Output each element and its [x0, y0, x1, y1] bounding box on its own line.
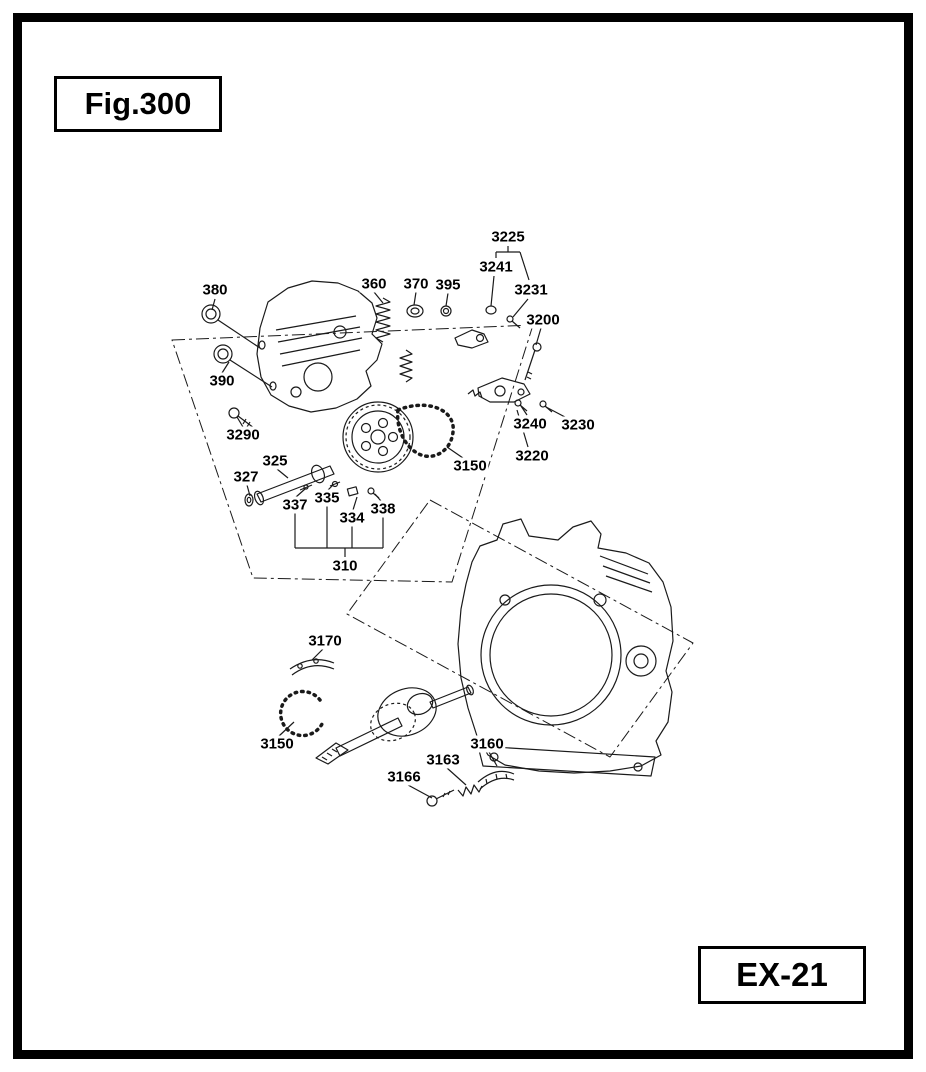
figure-number-box: Fig.300 — [54, 76, 222, 132]
crankshaft-drawing — [315, 684, 474, 765]
part-label-360: 360 — [359, 275, 389, 293]
part-label-3231: 3231 — [512, 281, 550, 299]
part-label-3150: 3150 — [258, 735, 296, 753]
part-label-380: 380 — [200, 281, 230, 299]
lower-chain-drawing — [278, 689, 324, 738]
part-label-3240: 3240 — [511, 415, 549, 433]
part-label-3290: 3290 — [224, 426, 262, 444]
figure-number: Fig.300 — [84, 86, 192, 121]
part-label-370: 370 — [401, 275, 431, 293]
page-code-box: EX-21 — [698, 946, 866, 1004]
part-label-390: 390 — [207, 372, 237, 390]
dashed-panel-crankcase — [346, 499, 694, 758]
dashed-panel-head — [171, 324, 534, 583]
part-label-395: 395 — [433, 276, 463, 294]
leader-lines — [211, 246, 566, 799]
timing-chain-drawing — [395, 403, 455, 459]
part-label-3225: 3225 — [489, 228, 527, 246]
part-label-3170: 3170 — [306, 632, 344, 650]
valve-springs-drawing — [375, 297, 452, 383]
figure-frame — [13, 13, 913, 1059]
part-label-325: 325 — [260, 452, 290, 470]
camshaft-drawing — [244, 464, 380, 507]
part-label-327: 327 — [231, 468, 261, 486]
part-label-3163: 3163 — [424, 751, 462, 769]
part-label-3241: 3241 — [477, 258, 515, 276]
part-label-3150: 3150 — [451, 457, 489, 475]
exhaust-valve-drawing — [213, 344, 273, 388]
part-label-3166: 3166 — [385, 768, 423, 786]
part-label-3230: 3230 — [559, 416, 597, 434]
part-label-335: 335 — [312, 489, 342, 507]
part-label-3220: 3220 — [513, 447, 551, 465]
crankcase-drawing — [457, 518, 674, 777]
ratchet-drawing — [477, 770, 515, 790]
governor-weight-drawing — [289, 658, 335, 676]
part-label-3200: 3200 — [524, 311, 562, 329]
part-label-310: 310 — [330, 557, 360, 575]
part-label-337: 337 — [280, 496, 310, 514]
part-label-334: 334 — [337, 509, 367, 527]
page-code: EX-21 — [736, 956, 828, 993]
part-label-338: 338 — [368, 500, 398, 518]
intake-valve-drawing — [201, 304, 261, 349]
part-label-3160: 3160 — [468, 735, 506, 753]
head-bolt-drawing — [228, 407, 255, 429]
return-spring-drawing — [457, 784, 483, 797]
cylinder-head-drawing — [256, 280, 383, 413]
lower-bolt-drawing — [426, 789, 455, 807]
governor-assembly-drawing — [454, 305, 553, 413]
